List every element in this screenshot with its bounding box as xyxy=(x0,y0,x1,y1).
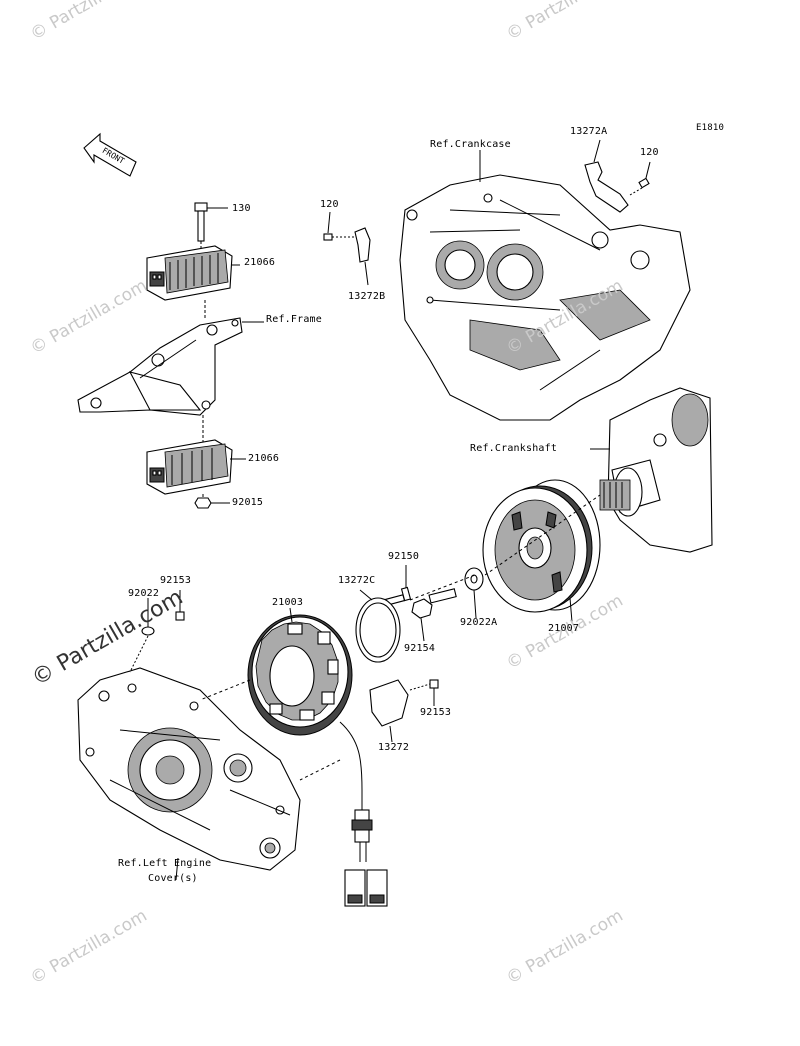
screw-92153-right xyxy=(409,679,439,706)
stator-21003 xyxy=(247,607,353,736)
label-ref-left-engine: Ref.Left Engine xyxy=(118,858,212,869)
crankshaft xyxy=(590,387,713,553)
label-21003: 21003 xyxy=(272,597,304,608)
label-13272b: 13272B xyxy=(348,291,386,302)
label-92153-top: 92153 xyxy=(160,575,192,586)
regulator-bracket xyxy=(77,317,264,416)
label-92022a: 92022A xyxy=(460,617,498,628)
bolt-130 xyxy=(194,202,228,242)
regulator-rectifier-top xyxy=(146,245,240,301)
bracket-13272b xyxy=(354,227,371,286)
diagram-code: E1810 xyxy=(696,123,725,133)
label-21066-bottom: 21066 xyxy=(248,453,280,464)
nut-92015 xyxy=(194,497,230,509)
regulator-rectifier-bottom xyxy=(146,439,246,495)
washer-92022 xyxy=(129,598,155,673)
label-ref-frame: Ref.Frame xyxy=(266,314,322,325)
assembly-guide-lines xyxy=(199,494,601,781)
label-92015: 92015 xyxy=(232,497,264,508)
crankcase xyxy=(399,150,691,421)
screw-120-right xyxy=(629,161,651,196)
bolt-92154 xyxy=(411,588,457,642)
label-21066-top: 21066 xyxy=(244,257,276,268)
screw-120-left xyxy=(323,211,355,241)
label-92153-right: 92153 xyxy=(420,707,452,718)
label-21007: 21007 xyxy=(548,623,580,634)
cover-13272 xyxy=(369,679,409,743)
label-13272c: 13272C xyxy=(338,575,376,586)
label-120-right: 120 xyxy=(640,147,659,158)
bracket-13272a xyxy=(584,139,629,213)
label-92022: 92022 xyxy=(128,588,160,599)
label-92154: 92154 xyxy=(404,643,436,654)
label-ref-crankcase: Ref.Crankcase xyxy=(430,139,511,150)
label-92150: 92150 xyxy=(388,551,420,562)
label-ref-crankshaft: Ref.Crankshaft xyxy=(470,443,558,454)
label-13272a: 13272A xyxy=(570,126,608,137)
gasket-13272c xyxy=(355,589,401,663)
label-13272: 13272 xyxy=(378,742,410,753)
rotor-21007 xyxy=(482,479,601,623)
stator-wire xyxy=(339,721,388,907)
washer-92022a xyxy=(464,567,484,619)
bolt-92150 xyxy=(384,565,412,606)
label-130: 130 xyxy=(232,203,251,214)
label-120-left: 120 xyxy=(320,199,339,210)
front-arrow-icon: FRONT xyxy=(83,132,137,177)
left-engine-cover xyxy=(77,667,301,881)
screw-92153-left xyxy=(175,590,185,621)
label-cover-s: Cover(s) xyxy=(148,873,198,884)
